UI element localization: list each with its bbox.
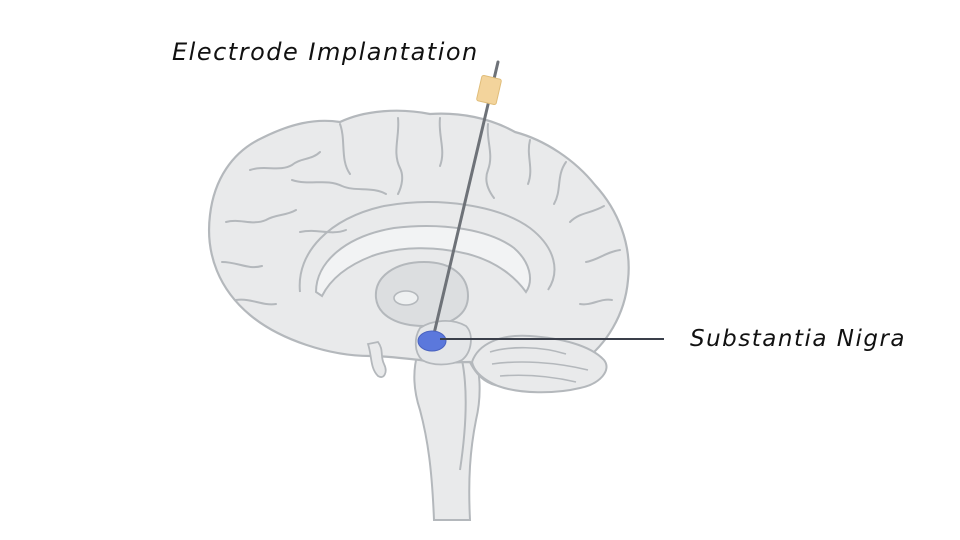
brainstem-inner-line [459, 359, 467, 471]
electrode-wire [431, 60, 500, 340]
brainstem [413, 348, 481, 521]
cerebellum-folds [489, 346, 589, 383]
interthalamic-adhesion [393, 290, 419, 306]
substantia-nigra-label: Substantia Nigra [690, 326, 907, 352]
corpus-callosum [314, 225, 531, 298]
pituitary [366, 341, 387, 378]
sulci [221, 117, 621, 306]
thalamus [374, 260, 470, 328]
electrode-cap [476, 74, 502, 106]
cerebellum [470, 334, 608, 394]
substantia-nigra-target [417, 330, 447, 352]
cingulate-gyrus [298, 201, 556, 293]
electrode-implantation-label: Electrode Implantation [172, 38, 479, 66]
